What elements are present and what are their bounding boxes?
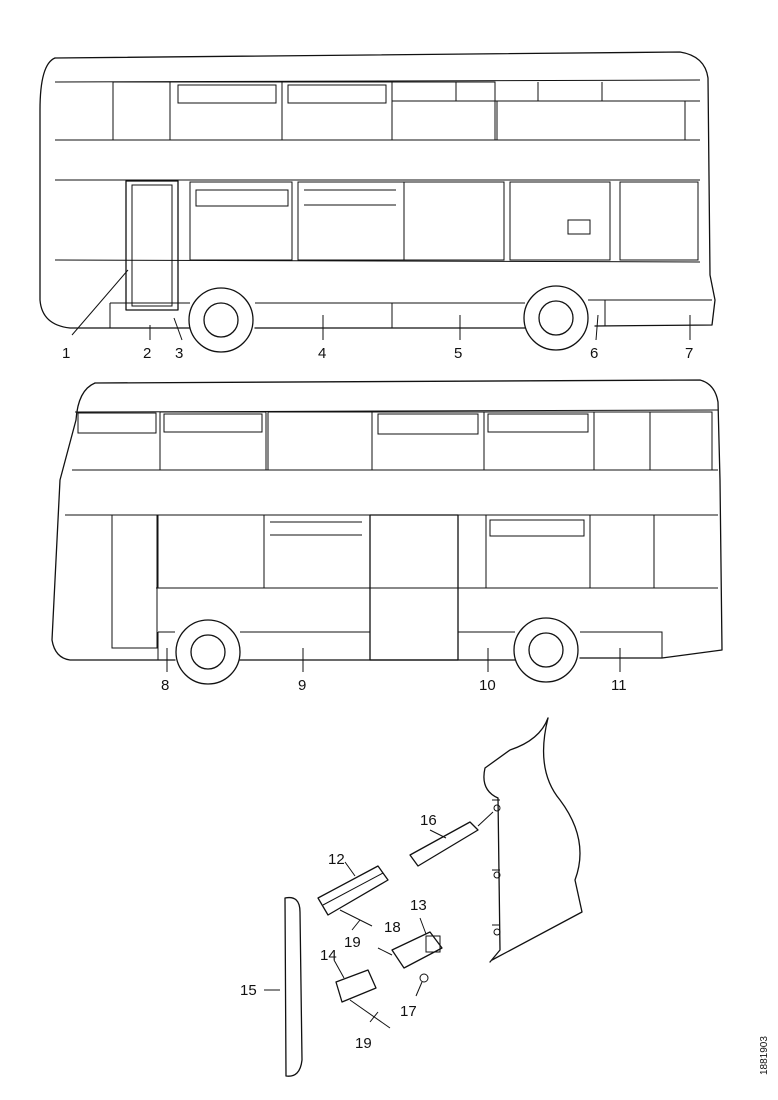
callout-7: 7 [685,345,693,362]
callout-8: 8 [161,677,169,694]
wheel-rear [523,285,589,351]
callout-10: 10 [479,677,496,694]
callout-6: 6 [590,345,598,362]
bus-side-view-bottom: 8 9 10 11 [51,379,723,694]
callout-19a: 19 [344,934,361,951]
callout-18: 18 [384,919,401,936]
exploded-detail: 16 12 19 13 18 17 14 19 15 [240,717,583,1077]
callout-9: 9 [298,677,306,694]
callout-2: 2 [143,345,151,362]
callout-12: 12 [328,851,345,868]
callout-3: 3 [175,345,183,362]
callout-15: 15 [240,982,257,999]
callout-14: 14 [320,947,337,964]
figure-code: 1881903 [759,1036,770,1075]
callout-16: 16 [420,812,437,829]
callout-5: 5 [454,345,462,362]
bus-side-view-top: 1 2 3 4 5 6 7 [39,51,716,362]
callout-1: 1 [62,345,70,362]
callout-19b: 19 [355,1035,372,1052]
wheel-front [188,287,254,353]
wheel-front [175,619,241,685]
callout-13: 13 [410,897,427,914]
callout-4: 4 [318,345,326,362]
callout-11: 11 [611,677,627,694]
wheel-rear [513,617,579,683]
callout-17: 17 [400,1003,417,1020]
